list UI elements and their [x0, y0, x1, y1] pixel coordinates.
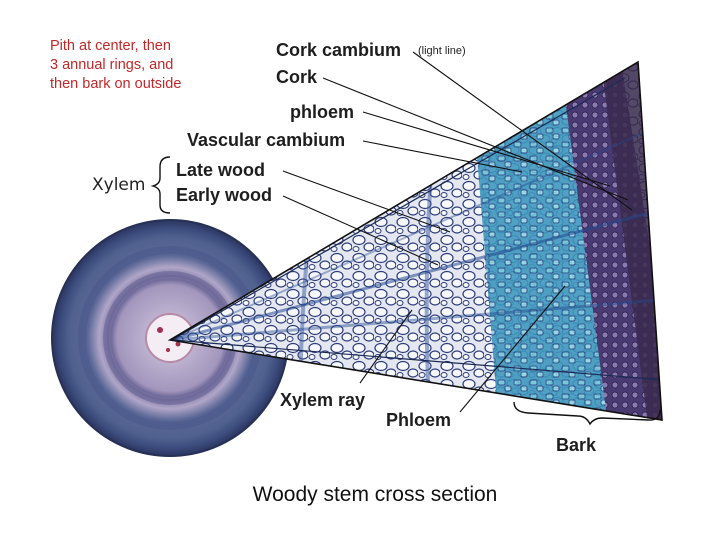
leader-phloem — [362, 111, 611, 187]
label-xylem: Xylem — [92, 175, 146, 195]
leader-cork — [322, 77, 629, 201]
leader-xylem-ray — [359, 309, 413, 384]
leader-late-wood — [282, 170, 451, 233]
leader-phloem-bottom — [459, 285, 566, 413]
leader-early-wood — [282, 195, 439, 266]
label-cork: Cork — [276, 67, 318, 87]
leader-cork-cambium — [412, 51, 633, 211]
xylem-brace — [150, 156, 171, 214]
explanatory-note: Pith at center, then 3 annual rings, and… — [50, 37, 181, 94]
label-phloem-bottom: Phloem — [386, 410, 452, 430]
leader-vascular-cambium — [362, 140, 523, 173]
bark-brace — [513, 401, 661, 426]
label-vascular-cambium: Vascular cambium — [187, 130, 346, 150]
label-xylem-ray: Xylem ray — [280, 390, 366, 410]
label-bark: Bark — [556, 435, 597, 455]
label-phloem-top: phloem — [290, 102, 355, 122]
label-light-line: (light line) — [418, 45, 466, 57]
stem-cross-section — [51, 219, 289, 457]
cork-layer — [600, 62, 662, 420]
figure-caption: Woody stem cross section — [252, 483, 498, 506]
leader-lines — [282, 51, 633, 413]
label-cork-cambium: Cork cambium — [276, 40, 402, 60]
note-line-3: then bark on outside — [50, 76, 182, 92]
label-early-wood: Early wood — [176, 185, 273, 205]
note-line-2: 3 annual rings, and — [50, 57, 174, 73]
xylem-ray-line — [171, 208, 661, 342]
label-late-wood: Late wood — [176, 160, 265, 180]
note-line-1: Pith at center, then — [50, 38, 171, 54]
